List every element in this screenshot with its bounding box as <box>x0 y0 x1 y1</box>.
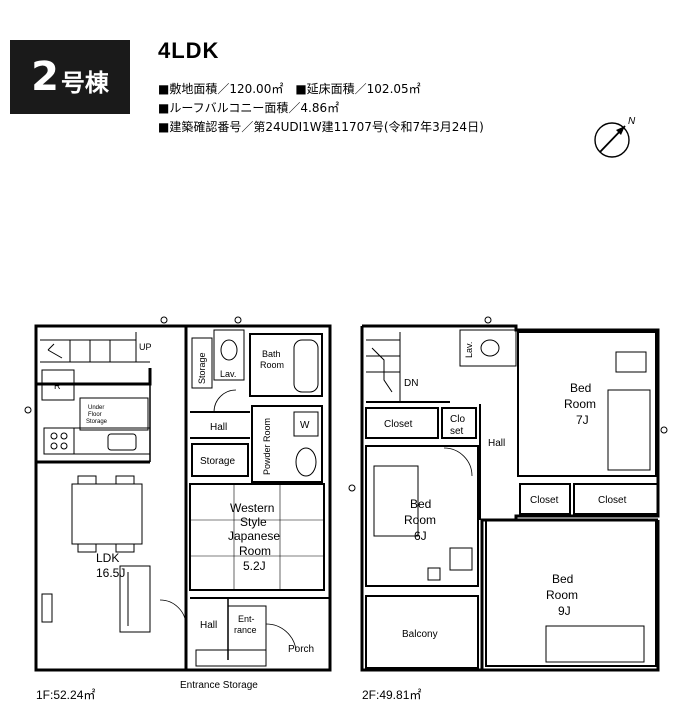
ldk-size: 16.5J <box>96 566 125 580</box>
entrance-storage-label: Entrance Storage <box>180 680 258 691</box>
bed-7j-furniture <box>607 389 651 471</box>
western-label-2: Style <box>240 515 267 529</box>
bed-room-9j <box>485 519 657 667</box>
underfloor-label-1: Under <box>88 405 104 411</box>
floor2-hall-label: Hall <box>488 438 505 449</box>
bed-room-7j <box>517 331 657 477</box>
floor1-area-label: 1F:52.24㎡ <box>36 688 96 702</box>
bed-7j-label-1: Bed <box>570 381 591 395</box>
floor2-stairs <box>366 332 450 403</box>
refrigerator <box>41 369 75 401</box>
bed-9j-furniture <box>545 625 645 663</box>
powder-room-label: Powder Room <box>262 418 272 475</box>
sofa <box>119 565 151 633</box>
closet-2-label-b: set <box>450 426 464 437</box>
washer-label: W <box>300 420 310 431</box>
closet-4-label: Closet <box>598 495 627 506</box>
storage-vertical-label: Storage <box>197 352 207 384</box>
closet-2-label-a: Clo <box>450 414 465 425</box>
porch-label: Porch <box>288 644 314 655</box>
permit-number: ■建築確認番号／第24UDI1W建11707号(令和7年3月24日) <box>158 120 484 134</box>
floor2-area-label: 2F:49.81㎡ <box>362 688 422 702</box>
washer <box>293 411 319 437</box>
closet-4 <box>573 483 659 515</box>
closet-1 <box>365 407 439 439</box>
closet-3-label: Closet <box>530 495 559 506</box>
hall-upper-label: Hall <box>210 422 227 433</box>
compass-icon: N <box>594 116 636 158</box>
underfloor-label-3: Storage <box>86 419 108 425</box>
western-label-3: Japanese <box>228 529 280 543</box>
closet-3 <box>519 483 571 515</box>
bed-room-6j <box>365 445 479 587</box>
dining-table <box>71 483 143 545</box>
floor2-lav-label: Lav. <box>464 342 474 358</box>
powder-room <box>251 405 323 483</box>
bed-9j-label-3: 9J <box>558 604 571 618</box>
closet-1-label: Closet <box>384 419 413 430</box>
bed-7j-label-2: Room <box>564 397 596 411</box>
refrigerator-label: R <box>54 381 61 391</box>
floor1-labels: UP Storage Lav. Bath Room R Under Floor … <box>54 342 314 691</box>
entrance-storage <box>195 649 267 667</box>
compass-north: N <box>628 116 636 127</box>
floor-area: ■延床面積／102.05㎡ <box>295 82 421 96</box>
layout-type: 4LDK <box>158 38 220 63</box>
sink-icon <box>107 433 137 451</box>
floor1-stairs <box>40 332 150 363</box>
floor2-plan <box>348 316 668 672</box>
storage-label: Storage <box>200 456 235 467</box>
hall-lower-label: Hall <box>200 620 217 631</box>
western-label-1: Western <box>230 501 274 515</box>
western-room <box>189 483 325 591</box>
roof-balcony-area: ■ルーフバルコニー面積／4.86㎡ <box>158 101 340 115</box>
stair-up-label: UP <box>139 342 152 352</box>
entrance-label-2: rance <box>234 625 257 635</box>
underfloor-label-2: Floor <box>88 412 102 418</box>
closet-2 <box>441 407 477 439</box>
bath-label-1: Bath <box>262 349 281 359</box>
bath-room <box>249 333 323 397</box>
storage-vertical <box>191 337 213 389</box>
western-label-4: Room <box>239 544 271 558</box>
floor1-lavatory <box>213 329 245 381</box>
floor2-lavatory <box>459 329 517 367</box>
storage-room <box>191 443 249 477</box>
underfloor-storage <box>79 397 149 431</box>
bath-label-2: Room <box>260 360 284 370</box>
floor2-labels: DN Lav. Closet Clo set Hall Bed Room 7J … <box>384 342 627 640</box>
bed-9j-label-2: Room <box>546 588 578 602</box>
tv <box>41 593 53 623</box>
balcony-label: Balcony <box>402 629 438 640</box>
building-suffix: 号棟 <box>60 68 109 97</box>
bed-9j-label-1: Bed <box>552 572 573 586</box>
spec-list: ■敷地面積／120.00㎡ ■延床面積／102.05㎡ ■ルーフバルコニー面積／4… <box>158 80 484 137</box>
bed-7j-label-3: 7J <box>576 413 589 427</box>
floor1-plan <box>24 316 332 672</box>
western-label-5: 5.2J <box>243 559 266 573</box>
floor1-outer-wall <box>34 324 332 672</box>
spec-row-areas: ■敷地面積／120.00㎡ ■延床面積／102.05㎡ <box>158 80 484 99</box>
building-number: 2 <box>31 54 59 100</box>
stair-down-label: DN <box>404 378 418 389</box>
bed-6j-label-2: Room <box>404 513 436 527</box>
ldk-label: LDK <box>96 551 119 565</box>
bed-6j-label-3: 6J <box>414 529 427 543</box>
floor2-outer-wall <box>360 324 660 672</box>
lav-label: Lav. <box>220 369 236 379</box>
bed-6j-label-1: Bed <box>410 497 431 511</box>
building-badge: 2 号棟 <box>10 40 130 114</box>
site-area: ■敷地面積／120.00㎡ <box>158 82 284 96</box>
balcony <box>365 595 479 669</box>
stove <box>43 427 75 455</box>
bed-6j-furniture <box>373 465 419 537</box>
entrance-label-1: Ent- <box>238 614 255 624</box>
